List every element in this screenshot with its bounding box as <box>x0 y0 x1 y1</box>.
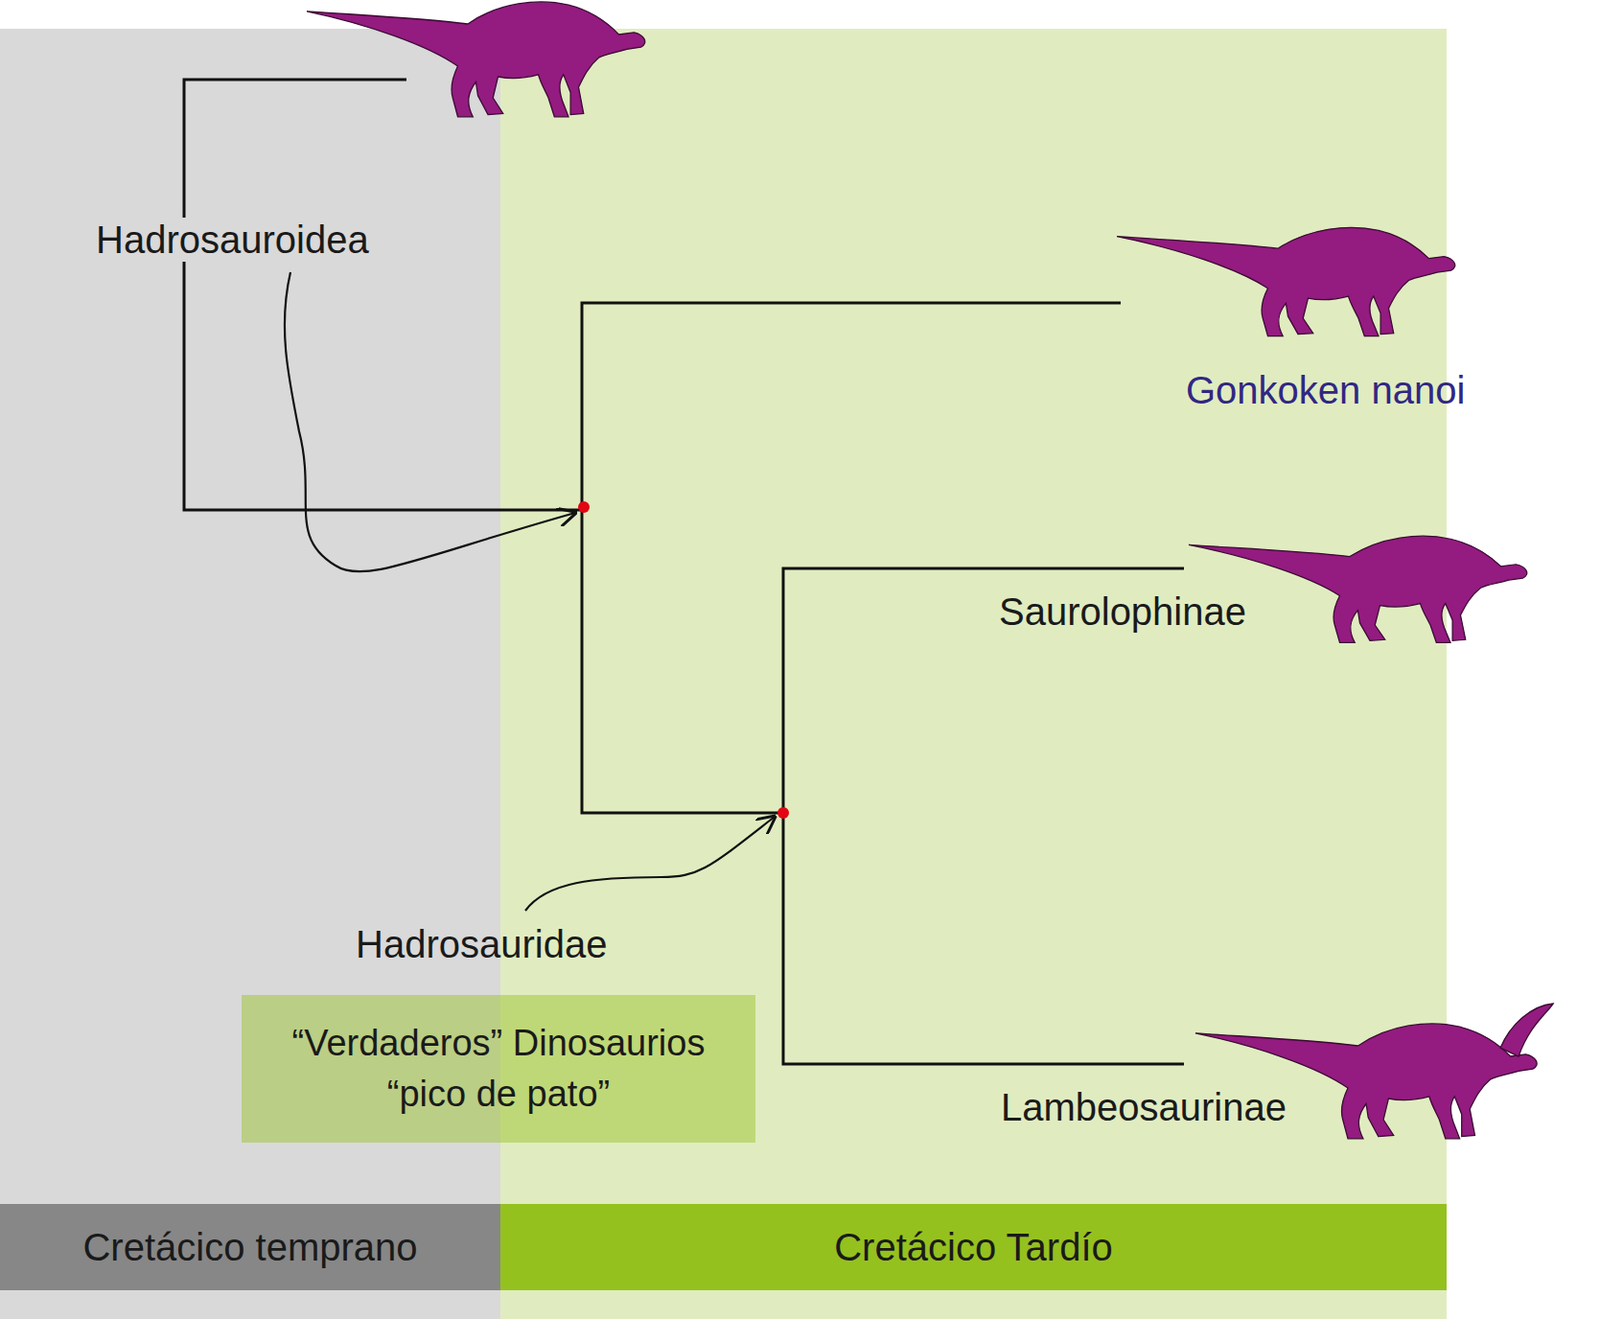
dinosaur-silhouette <box>306 1 646 117</box>
period-band: Cretácico Tardío <box>500 1204 1447 1291</box>
leader-lines <box>284 272 775 911</box>
group-box: “Verdaderos” Dinosaurios “pico de pato” <box>241 995 756 1143</box>
node-dot <box>578 501 590 513</box>
node-text: Cretácico Tardío <box>834 1220 1114 1275</box>
dinosaur-silhouette <box>1116 227 1456 336</box>
species-label: Gonkoken nanoi <box>1182 368 1469 413</box>
clade-label: Hadrosauridae <box>351 922 611 967</box>
node-text: Cretácico temprano <box>82 1220 418 1275</box>
node-dot <box>777 807 789 819</box>
clade-label: Lambeosaurinae <box>997 1085 1291 1130</box>
clade-label: Hadrosauroidea <box>92 217 373 262</box>
node-text: “Verdaderos” Dinosaurios “pico de pato” <box>255 1018 743 1120</box>
clade-label: Saurolophinae <box>995 589 1251 634</box>
period-band: Cretácico temprano <box>0 1204 501 1291</box>
